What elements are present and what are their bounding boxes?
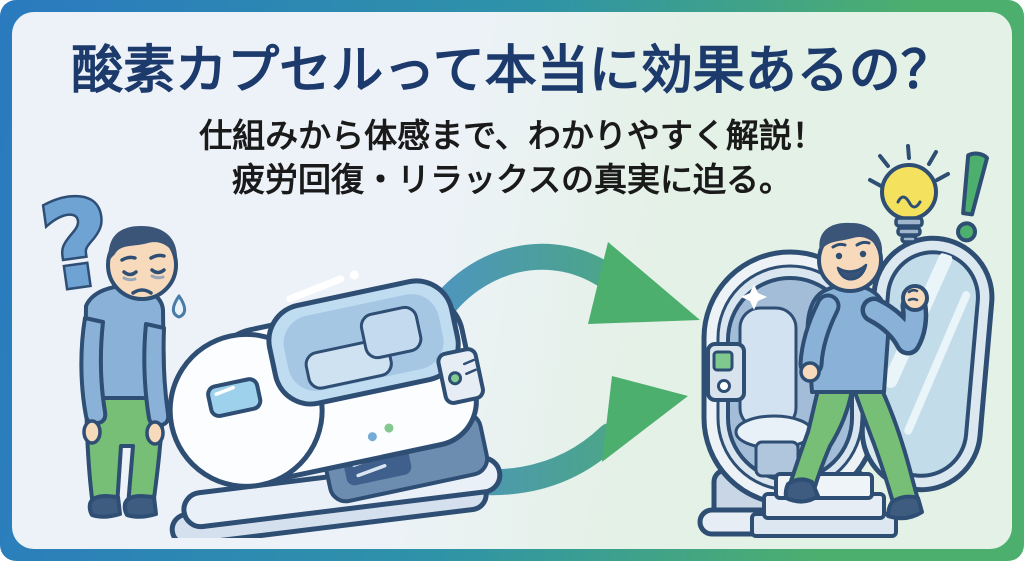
subtitle: 仕組みから体感まで、わかりやすく解説！ 疲労回復・リラックスの真実に迫る。 xyxy=(32,114,992,201)
dome-window xyxy=(206,377,263,418)
capsule-control-panel-upright xyxy=(706,342,746,402)
content-card: 酸素カプセルって本当に効果あるの？ 仕組みから体感まで、わかりやすく解説！ 疲労… xyxy=(12,12,1012,549)
page-title: 酸素カプセルって本当に効果あるの？ xyxy=(71,42,953,100)
oxygen-capsule-horizontal xyxy=(167,270,503,538)
subtitle-line-2: 疲労回復・リラックスの真実に迫る。 xyxy=(231,160,792,198)
refreshed-man-figure xyxy=(783,222,929,521)
illustration-scene: ? xyxy=(30,144,995,538)
oxygen-capsule-upright xyxy=(697,222,995,538)
tired-man-figure xyxy=(79,226,178,519)
subtitle-line-1: 仕組みから体感まで、わかりやすく解説！ xyxy=(199,117,825,155)
transform-arrow-top xyxy=(423,242,700,329)
shoe xyxy=(886,494,924,521)
sparkle-icon xyxy=(741,284,767,310)
sweat-drop-icon xyxy=(171,294,187,319)
shoe xyxy=(783,477,820,504)
shoe xyxy=(87,494,122,519)
capsule-seat xyxy=(734,306,814,478)
shoe xyxy=(122,494,158,519)
capsule-window xyxy=(266,270,461,407)
lightbulb-icon xyxy=(868,144,950,244)
exclamation-icon xyxy=(956,151,990,243)
capsule-control-panel xyxy=(436,347,485,405)
